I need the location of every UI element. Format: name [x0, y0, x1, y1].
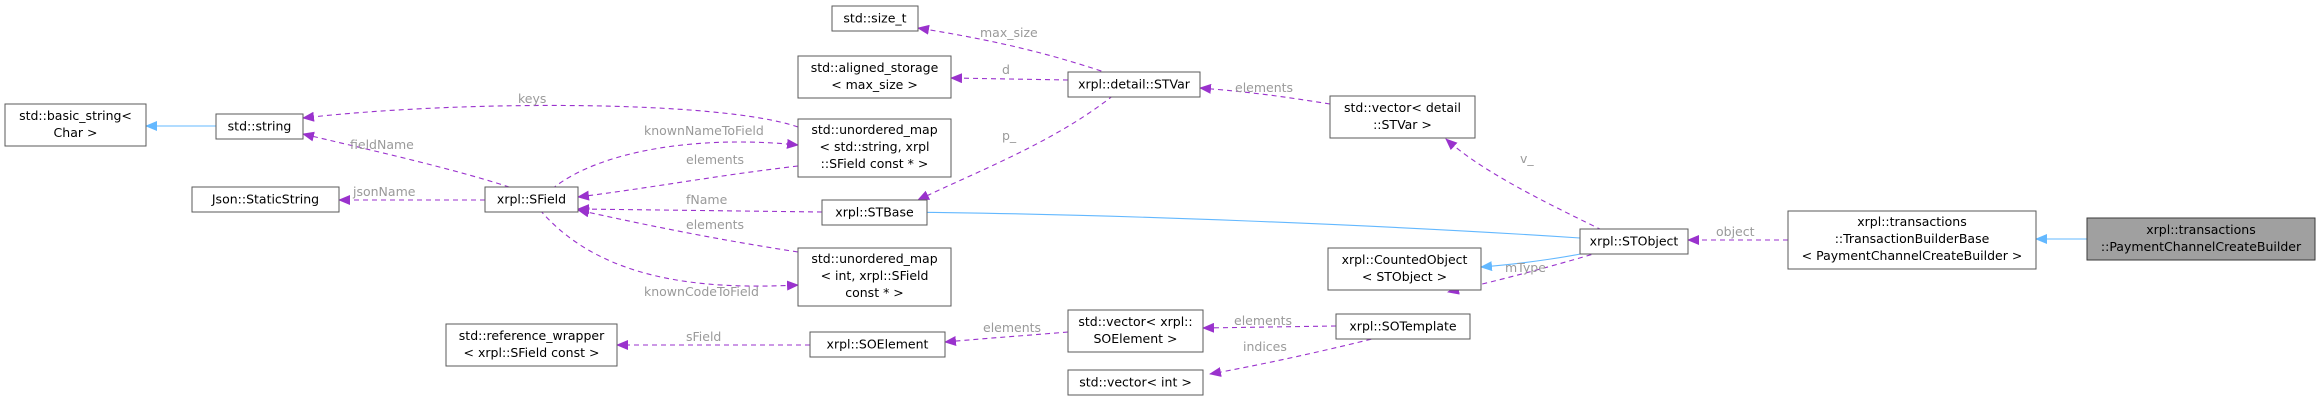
edge-label-elements-soelement: elements	[983, 320, 1041, 335]
edge-fname: fName	[577, 192, 823, 215]
edge-label-fieldname: fieldName	[350, 137, 414, 152]
edge-v: v_	[1445, 138, 1603, 231]
node-label-unordered-map-string-3: ::SField const * >	[821, 156, 929, 171]
node-label-xrpl-sfield: xrpl::SField	[497, 192, 566, 207]
node-label-vector-stvar-2: ::STVar >	[1373, 117, 1432, 132]
node-xrpl-stobject[interactable]: xrpl::STObject	[1579, 228, 1689, 255]
node-label-std-string: std::string	[228, 119, 292, 134]
node-payment-channel-create-builder[interactable]: xrpl::transactions ::PaymentChannelCreat…	[2086, 217, 2316, 261]
edge-object: object	[1687, 224, 1788, 245]
edge-label-keys: keys	[518, 91, 546, 106]
edge-fieldname: fieldName	[302, 131, 519, 191]
edge-label-max-size: max_size	[980, 25, 1038, 40]
node-label-std-aligned-storage-1: std::aligned_storage	[811, 60, 939, 75]
node-label-vector-soelement-1: std::vector< xrpl::	[1078, 314, 1192, 329]
node-label-xrpl-stbase: xrpl::STBase	[835, 205, 914, 220]
edge-label-jsonname: jsonName	[352, 184, 416, 199]
edge-keys: keys	[302, 91, 799, 128]
node-label-transaction-builder-base-1: xrpl::transactions	[1857, 214, 1967, 229]
node-label-xrpl-stvar: xrpl::detail::STVar	[1078, 77, 1191, 92]
edge-elements-umapint-to-sfield: elements	[577, 207, 799, 253]
node-label-unordered-map-string-1: std::unordered_map	[811, 122, 937, 137]
node-label-unordered-map-int-1: std::unordered_map	[811, 251, 937, 266]
node-std-basic-string[interactable]: std::basic_string< Char >	[4, 103, 147, 147]
node-vector-int[interactable]: std::vector< int >	[1067, 369, 1204, 396]
edge-elements-vector-stvar: elements	[1199, 80, 1331, 105]
node-json-staticstring[interactable]: Json::StaticString	[191, 186, 340, 213]
node-label-vector-soelement-2: SOElement >	[1094, 331, 1178, 346]
edge-label-indices: indices	[1243, 339, 1287, 354]
node-label-std-aligned-storage-2: < max_size >	[831, 77, 918, 92]
node-label-payment-channel-create-builder-2: ::PaymentChannelCreateBuilder	[2101, 239, 2302, 254]
node-xrpl-sfield[interactable]: xrpl::SField	[484, 186, 579, 213]
node-xrpl-stvar[interactable]: xrpl::detail::STVar	[1067, 71, 1201, 98]
node-label-counted-object-1: xrpl::CountedObject	[1342, 252, 1468, 267]
node-std-aligned-storage[interactable]: std::aligned_storage < max_size >	[797, 55, 952, 99]
edge-label-mtype: mType	[1505, 260, 1546, 275]
node-label-json-staticstring: Json::StaticString	[211, 192, 319, 207]
edge-label-d: d	[1002, 62, 1010, 77]
node-label-std-reference-wrapper-2: < xrpl::SField const >	[464, 345, 600, 360]
node-label-std-size-t: std::size_t	[843, 11, 906, 26]
edge-d: d	[950, 62, 1069, 84]
node-label-transaction-builder-base-3: < PaymentChannelCreateBuilder >	[1802, 248, 2023, 263]
edge-knowncodetofield: knownCodeToField	[539, 209, 799, 299]
node-vector-stvar[interactable]: std::vector< detail ::STVar >	[1329, 95, 1476, 139]
edge-label-elements-umap: elements	[686, 152, 744, 167]
node-unordered-map-string[interactable]: std::unordered_map < std::string, xrpl :…	[797, 118, 952, 178]
node-label-unordered-map-int-3: const * >	[845, 285, 904, 300]
edge-jsonname: jsonName	[338, 184, 485, 205]
node-vector-soelement[interactable]: std::vector< xrpl:: SOElement >	[1067, 309, 1204, 353]
node-std-size-t[interactable]: std::size_t	[831, 5, 919, 32]
node-label-xrpl-soelement: xrpl::SOElement	[827, 337, 929, 352]
node-label-counted-object-2: < STObject >	[1362, 269, 1447, 284]
node-xrpl-stbase[interactable]: xrpl::STBase	[821, 199, 928, 226]
node-label-vector-stvar-1: std::vector< detail	[1344, 100, 1461, 115]
node-std-string[interactable]: std::string	[215, 113, 304, 140]
node-label-payment-channel-create-builder-1: xrpl::transactions	[2146, 222, 2256, 237]
edge-elements-soelement: elements	[944, 320, 1069, 347]
node-label-std-reference-wrapper-1: std::reference_wrapper	[459, 328, 605, 343]
edge-p: p_	[917, 89, 1121, 201]
edge-label-knowncodetofield: knownCodeToField	[644, 284, 759, 299]
node-label-std-basic-string-2: Char >	[54, 125, 98, 140]
edge-elements-umap-to-sfield: elements	[577, 152, 799, 201]
edge-label-v: v_	[1520, 151, 1534, 166]
edge-label-sfield: sField	[686, 329, 721, 344]
edge-stobject-inherits-stbase	[881, 207, 1581, 239]
node-label-vector-int: std::vector< int >	[1079, 375, 1192, 390]
edge-label-elements-stvar: elements	[1235, 80, 1293, 95]
node-transaction-builder-base[interactable]: xrpl::transactions ::TransactionBuilderB…	[1787, 210, 2037, 270]
edge-label-elements-sotemplate: elements	[1234, 313, 1292, 328]
edge-label-p: p_	[1002, 128, 1017, 143]
edge-sfield: sField	[616, 329, 810, 350]
edge-knownnametofield: knownNameToField	[551, 123, 799, 190]
node-std-reference-wrapper[interactable]: std::reference_wrapper < xrpl::SField co…	[445, 323, 618, 367]
edge-label-elements-umapint: elements	[686, 217, 744, 232]
edge-label-knownnametofield: knownNameToField	[644, 123, 764, 138]
node-xrpl-sotemplate[interactable]: xrpl::SOTemplate	[1335, 313, 1471, 340]
edge-max-size: max_size	[917, 24, 1111, 75]
node-label-unordered-map-int-2: < int, xrpl::SField	[821, 268, 929, 283]
edge-indices: indices	[1209, 336, 1381, 377]
node-xrpl-soelement[interactable]: xrpl::SOElement	[809, 331, 946, 358]
edge-elements-sotemplate: elements	[1202, 313, 1337, 333]
node-label-unordered-map-string-2: < std::string, xrpl	[820, 139, 930, 154]
node-label-transaction-builder-base-2: ::TransactionBuilderBase	[1835, 231, 1990, 246]
edge-label-object: object	[1716, 224, 1755, 239]
edge-label-fname: fName	[686, 192, 728, 207]
node-label-std-basic-string-1: std::basic_string<	[19, 108, 132, 123]
node-label-xrpl-stobject: xrpl::STObject	[1590, 234, 1679, 249]
node-label-xrpl-sotemplate: xrpl::SOTemplate	[1349, 319, 1456, 334]
node-counted-object[interactable]: xrpl::CountedObject < STObject >	[1327, 247, 1482, 291]
node-unordered-map-int[interactable]: std::unordered_map < int, xrpl::SField c…	[797, 247, 952, 307]
